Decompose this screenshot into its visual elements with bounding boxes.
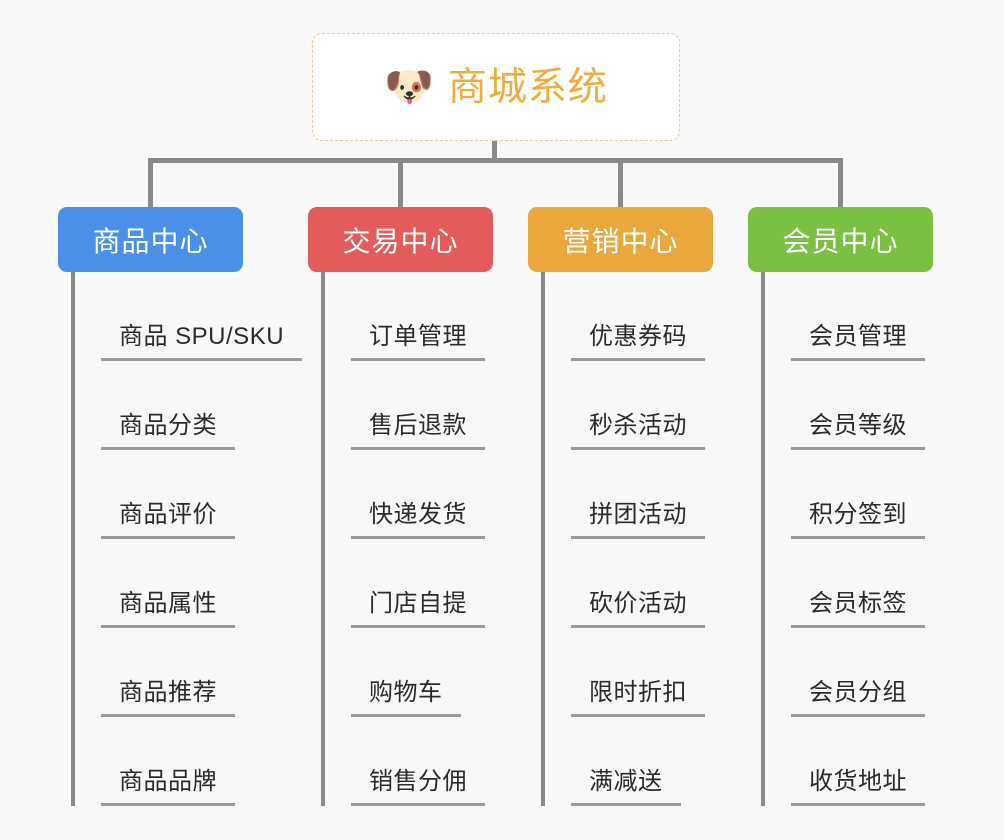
- leaf-item-label: 拼团活动: [589, 501, 687, 528]
- leaf-item-underline: 快递发货: [351, 494, 485, 539]
- leaf-item-label: 订单管理: [369, 323, 467, 350]
- branch-drop-connector: [838, 158, 843, 208]
- leaf-list: 优惠券码秒杀活动拼团活动砍价活动限时折扣满减送: [541, 272, 705, 806]
- leaf-item-underline: 秒杀活动: [571, 405, 705, 450]
- leaf-item[interactable]: 商品评价: [71, 450, 272, 539]
- leaf-item-underline: 限时折扣: [571, 672, 705, 717]
- leaf-item-label: 商品推荐: [119, 679, 217, 706]
- leaf-item[interactable]: 收货地址: [761, 717, 925, 806]
- leaf-item-label: 商品分类: [119, 412, 217, 439]
- leaf-item-underline: 订单管理: [351, 316, 485, 361]
- leaf-item-underline: 会员管理: [791, 316, 925, 361]
- leaf-item-underline: 会员分组: [791, 672, 925, 717]
- leaf-item[interactable]: 购物车: [321, 628, 461, 717]
- leaf-item-label: 销售分佣: [369, 768, 467, 795]
- leaf-item[interactable]: 商品属性: [71, 539, 272, 628]
- leaf-item-label: 快递发货: [369, 501, 467, 528]
- leaf-item[interactable]: 门店自提: [321, 539, 485, 628]
- leaf-item-underline: 售后退款: [351, 405, 485, 450]
- leaf-item-underline: 拼团活动: [571, 494, 705, 539]
- leaf-item[interactable]: 商品品牌: [71, 717, 272, 806]
- leaf-item-underline: 商品 SPU/SKU: [101, 316, 303, 361]
- leaf-item[interactable]: 积分签到: [761, 450, 925, 539]
- leaf-item-underline: 商品分类: [101, 405, 235, 450]
- leaf-item-underline: 销售分佣: [351, 761, 485, 806]
- leaf-item-underline: 商品评价: [101, 494, 235, 539]
- branch-trunk-line: [541, 272, 545, 806]
- leaf-item[interactable]: 售后退款: [321, 361, 485, 450]
- leaf-item[interactable]: 会员分组: [761, 628, 925, 717]
- leaf-item[interactable]: 销售分佣: [321, 717, 485, 806]
- branch-header[interactable]: 营销中心: [528, 207, 713, 272]
- branch-header[interactable]: 会员中心: [748, 207, 933, 272]
- leaf-item-underline: 满减送: [571, 761, 681, 806]
- leaf-item-underline: 会员标签: [791, 583, 925, 628]
- leaf-list: 会员管理会员等级积分签到会员标签会员分组收货地址: [761, 272, 925, 806]
- branch-header-label: 商品中心: [92, 225, 209, 257]
- branch-header[interactable]: 交易中心: [308, 207, 493, 272]
- root-connector-stem: [492, 141, 497, 163]
- leaf-item-underline: 商品属性: [101, 583, 235, 628]
- branch-header-label: 会员中心: [782, 225, 899, 257]
- leaf-item-label: 满减送: [589, 768, 663, 795]
- leaf-item-label: 售后退款: [369, 412, 467, 439]
- leaf-item[interactable]: 秒杀活动: [541, 361, 705, 450]
- branch-trunk-line: [321, 272, 325, 806]
- leaf-item-label: 收货地址: [809, 768, 907, 795]
- branch-header-label: 交易中心: [342, 225, 459, 257]
- leaf-item-label: 积分签到: [809, 501, 907, 528]
- branch-header[interactable]: 商品中心: [58, 207, 243, 272]
- root-title: 商城系统: [447, 65, 608, 109]
- leaf-item[interactable]: 拼团活动: [541, 450, 705, 539]
- leaf-item-label: 商品评价: [119, 501, 217, 528]
- leaf-item[interactable]: 优惠券码: [541, 272, 705, 361]
- leaf-item-label: 限时折扣: [589, 679, 687, 706]
- leaf-item[interactable]: 砍价活动: [541, 539, 705, 628]
- branch-trunk-line: [761, 272, 765, 806]
- leaf-item-label: 商品品牌: [119, 768, 217, 795]
- leaf-item[interactable]: 会员等级: [761, 361, 925, 450]
- leaf-item-label: 会员管理: [809, 323, 907, 350]
- leaf-item-underline: 砍价活动: [571, 583, 705, 628]
- branch-trunk-line: [71, 272, 75, 806]
- leaf-item[interactable]: 商品推荐: [71, 628, 272, 717]
- leaf-item-underline: 商品品牌: [101, 761, 235, 806]
- root-node[interactable]: 🐶 商城系统: [312, 33, 680, 141]
- leaf-item-underline: 收货地址: [791, 761, 925, 806]
- leaf-item[interactable]: 限时折扣: [541, 628, 705, 717]
- leaf-item[interactable]: 订单管理: [321, 272, 485, 361]
- leaf-item-label: 会员分组: [809, 679, 907, 706]
- leaf-item-label: 优惠券码: [589, 323, 687, 350]
- leaf-item-label: 秒杀活动: [589, 412, 687, 439]
- branch-header-label: 营销中心: [562, 225, 679, 257]
- branch-drop-connector: [148, 158, 153, 208]
- leaf-item-label: 购物车: [369, 679, 443, 706]
- leaf-item-label: 商品属性: [119, 590, 217, 617]
- leaf-item[interactable]: 会员管理: [761, 272, 925, 361]
- dog-face-icon: 🐶: [384, 65, 434, 109]
- leaf-list: 商品 SPU/SKU 商品分类商品评价商品属性商品推荐商品品牌: [71, 272, 303, 806]
- leaf-item-underline: 门店自提: [351, 583, 485, 628]
- leaf-item[interactable]: 商品分类: [71, 361, 272, 450]
- leaf-item[interactable]: 快递发货: [321, 450, 485, 539]
- leaf-item-label: 商品 SPU/SKU: [119, 323, 285, 350]
- leaf-item[interactable]: 商品 SPU/SKU: [71, 272, 303, 361]
- branch-drop-connector: [618, 158, 623, 208]
- leaf-item-underline: 购物车: [351, 672, 461, 717]
- leaf-item-underline: 会员等级: [791, 405, 925, 450]
- leaf-list: 订单管理售后退款快递发货门店自提购物车销售分佣: [321, 272, 485, 806]
- branch-connector-bus: [148, 158, 840, 163]
- leaf-item-underline: 商品推荐: [101, 672, 235, 717]
- leaf-item[interactable]: 满减送: [541, 717, 681, 806]
- branch-drop-connector: [398, 158, 403, 208]
- leaf-item-underline: 优惠券码: [571, 316, 705, 361]
- leaf-item-underline: 积分签到: [791, 494, 925, 539]
- leaf-item-label: 门店自提: [369, 590, 467, 617]
- leaf-item-label: 会员等级: [809, 412, 907, 439]
- leaf-item-label: 会员标签: [809, 590, 907, 617]
- leaf-item[interactable]: 会员标签: [761, 539, 925, 628]
- leaf-item-label: 砍价活动: [589, 590, 687, 617]
